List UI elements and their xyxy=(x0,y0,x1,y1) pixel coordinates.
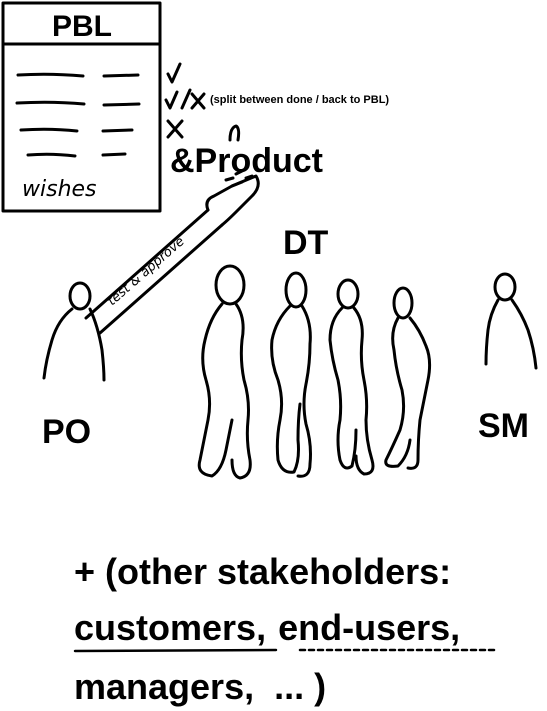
body xyxy=(270,304,312,478)
backlog-item-line xyxy=(15,100,86,106)
check-icon xyxy=(164,90,179,110)
dt-member-2 xyxy=(270,271,312,478)
backlog-item-line xyxy=(102,102,141,107)
customers-underline xyxy=(73,648,278,653)
backlog-note-wishes: wishes xyxy=(22,177,97,202)
test-approve-arrow: test & approve xyxy=(84,174,260,335)
head xyxy=(68,281,92,311)
backlog-item-line xyxy=(26,152,77,158)
backlog-item-line xyxy=(101,152,127,157)
arrow-label: test & approve xyxy=(105,234,188,309)
backlog-title: PBL xyxy=(52,10,112,43)
backlog-frame xyxy=(1,1,162,213)
backlog-item-line xyxy=(19,127,79,133)
slash-mark xyxy=(180,88,192,110)
product-backlog: PBL wishes xyxy=(1,1,162,213)
stakeholders-note: + (other stakeholders: customers,end-use… xyxy=(73,551,498,707)
stakeholders-line-3: managers, ... ) xyxy=(74,666,326,707)
body xyxy=(384,316,432,470)
backlog-item-line xyxy=(101,128,134,133)
po-figure xyxy=(42,281,106,382)
dt-figures xyxy=(197,264,432,480)
role-dt: DT xyxy=(283,224,329,262)
role-po: PO xyxy=(42,413,91,451)
stakeholders-line-2: customers,end-users, xyxy=(74,607,460,648)
comma: , xyxy=(256,607,266,648)
body xyxy=(42,307,106,382)
role-sm: SM xyxy=(478,407,529,445)
dt-member-3 xyxy=(328,278,375,476)
stakeholder-end-users: end-users xyxy=(278,607,450,648)
backlog-item-line xyxy=(102,73,140,78)
stakeholders-line-1: + (other stakeholders: xyxy=(74,551,451,592)
head xyxy=(214,264,246,306)
x-mark-icon xyxy=(166,119,184,139)
stakeholder-customers: customers xyxy=(74,607,256,648)
body xyxy=(328,306,375,476)
dt-member-4 xyxy=(384,286,432,470)
head xyxy=(284,271,308,309)
head xyxy=(336,278,360,310)
comma: , xyxy=(450,607,460,648)
backlog-marks xyxy=(164,62,206,139)
product-label: &Product xyxy=(170,142,323,180)
dt-member-1 xyxy=(197,264,252,480)
x-mark-icon xyxy=(190,92,206,110)
backlog-item-line xyxy=(16,72,85,78)
body xyxy=(484,298,538,370)
sm-figure xyxy=(484,272,538,370)
head xyxy=(493,272,517,302)
product-hook-mark xyxy=(228,124,241,142)
body xyxy=(197,302,252,480)
split-note: (split between done / back to PBL) xyxy=(210,94,389,106)
backlog-items xyxy=(15,72,141,158)
check-icon xyxy=(166,62,182,84)
head xyxy=(392,286,414,320)
